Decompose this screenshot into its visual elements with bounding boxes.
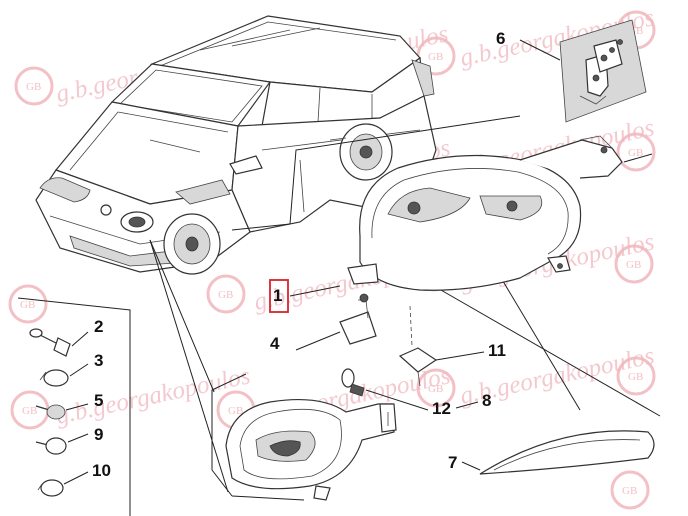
fog-light-assembly [225, 398, 397, 501]
part-1-highlight-box[interactable] [269, 279, 289, 313]
svg-text:GB: GB [20, 299, 35, 311]
watermark-logo: GB [616, 132, 656, 172]
svg-text:GB: GB [622, 485, 637, 497]
watermark-logo: GB [616, 356, 656, 396]
car-illustration [35, 15, 437, 275]
watermark-logo: GB [416, 368, 456, 408]
watermark-logo: GB [8, 284, 48, 324]
part-6-bracket [519, 19, 647, 123]
callout-9[interactable]: 9 [94, 425, 103, 444]
callout-5[interactable]: 5 [94, 391, 103, 410]
svg-text:GB: GB [218, 289, 233, 301]
callout-11[interactable]: 11 [488, 341, 506, 360]
fasteners-column [29, 328, 89, 497]
headlight-assembly [347, 135, 653, 291]
part-4-bracket [295, 293, 377, 351]
callout-3[interactable]: 3 [94, 351, 103, 370]
svg-text:GB: GB [628, 371, 643, 383]
svg-text:GB: GB [228, 405, 243, 417]
callout-labels: 1 2 3 4 5 6 7 8 9 10 11 12 [92, 29, 506, 480]
part-7-lens [461, 430, 655, 475]
svg-text:GB: GB [626, 259, 641, 271]
callout-2[interactable]: 2 [94, 317, 103, 336]
callout-1[interactable]: 1 [273, 286, 282, 305]
part-5-screw [35, 403, 89, 420]
svg-text:GB: GB [428, 383, 443, 395]
part-9-screw [35, 433, 89, 455]
part-3-clip [39, 363, 89, 387]
callout-7[interactable]: 7 [448, 453, 457, 472]
svg-text:GB: GB [26, 81, 41, 93]
callout-6[interactable]: 6 [496, 29, 505, 48]
part-12-bulb [341, 368, 429, 411]
svg-text:GB: GB [628, 147, 643, 159]
watermark-logo: GB [614, 244, 654, 284]
callout-4[interactable]: 4 [270, 334, 280, 353]
svg-text:GB: GB [428, 51, 443, 63]
svg-text:GB: GB [22, 405, 37, 417]
watermark-logo: GB [610, 470, 650, 510]
part-11-clip [398, 305, 485, 387]
callout-10[interactable]: 10 [92, 461, 111, 480]
watermark-logo: GB [206, 274, 246, 314]
watermark-logo: GB [14, 66, 54, 106]
part-2-bolt [29, 328, 89, 357]
watermark-logo: GB [10, 390, 50, 430]
callout-8[interactable]: 8 [482, 391, 491, 410]
callout-12[interactable]: 12 [432, 399, 451, 418]
part-10-cap [37, 471, 89, 497]
